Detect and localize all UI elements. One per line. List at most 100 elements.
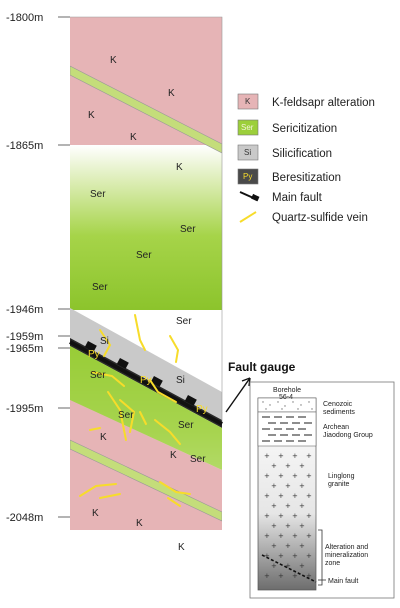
depth-axis: -1800m -1865m -1946m -1959m -1965m -1995…	[6, 12, 70, 524]
svg-text:+: +	[306, 572, 312, 580]
svg-text:+: +	[271, 482, 277, 490]
si-label: Si	[100, 336, 109, 347]
svg-text:+: +	[292, 452, 298, 460]
svg-text:+: +	[306, 452, 312, 460]
ser-label: Ser	[90, 189, 106, 200]
ser-labels: Ser Ser Ser Ser Ser Ser Ser Ser Ser	[90, 189, 206, 465]
py-label: Py	[88, 349, 100, 360]
linglong-label-2: granite	[328, 481, 350, 488]
borehole-inset: ++++ +++ ++++ +++ ++++ +++ ++++ +++ ++++…	[249, 381, 395, 599]
depth-tick: -1995m	[6, 403, 70, 415]
legend-item-ser: Ser Sericitization	[237, 119, 337, 136]
ser-label: Ser	[136, 250, 152, 261]
ser-label: Ser	[176, 316, 192, 327]
svg-text:+: +	[299, 542, 305, 550]
fault-gauge-label: Fault gauge	[228, 360, 296, 374]
fault-blocks	[84, 341, 197, 406]
svg-text:+: +	[264, 452, 270, 460]
alteration-bracket	[318, 529, 323, 586]
depth-tick: -1965m	[6, 343, 70, 355]
svg-text:+: +	[278, 492, 284, 500]
svg-text:+: +	[306, 472, 312, 480]
depth-tick: -1946m	[6, 304, 70, 316]
svg-text:+: +	[264, 552, 270, 560]
svg-text:+: +	[292, 512, 298, 520]
cenozoic-label: Cenozoic	[323, 401, 353, 408]
svg-text:+: +	[278, 552, 284, 560]
svg-text:+: +	[271, 462, 277, 470]
k-label: K	[88, 110, 95, 121]
svg-text:+: +	[271, 562, 277, 570]
svg-text:+: +	[264, 512, 270, 520]
ser-label: Ser	[190, 454, 206, 465]
svg-text:+: +	[278, 452, 284, 460]
k-label: K	[130, 132, 137, 143]
svg-text:-2048m: -2048m	[6, 512, 43, 524]
k-label: K	[168, 88, 175, 99]
k-label: K	[110, 55, 117, 66]
inset-main-fault	[261, 554, 317, 583]
granite-pattern: ++++ +++ ++++ +++ ++++ +++ ++++ +++ ++++…	[264, 452, 312, 580]
ser-label: Ser	[92, 282, 108, 293]
svg-text:+: +	[264, 532, 270, 540]
ser-zone-lower-fill	[70, 346, 222, 470]
svg-text:+: +	[264, 492, 270, 500]
svg-text:+: +	[285, 542, 291, 550]
linglong-label: Linglong	[328, 473, 355, 480]
borehole-label: Borehole	[273, 387, 301, 394]
borehole-id: 56-4	[279, 394, 293, 401]
svg-text:+: +	[292, 572, 298, 580]
si-label: Si	[176, 375, 185, 386]
depth-tick: -2048m	[6, 512, 70, 524]
svg-text:+: +	[285, 462, 291, 470]
legend-item-py: Py Beresitization	[237, 168, 341, 185]
svg-text:+: +	[285, 562, 291, 570]
k-label: K	[100, 432, 107, 443]
svg-text:+: +	[285, 502, 291, 510]
fault-gauge-arrow	[225, 377, 251, 413]
svg-text:Main fault: Main fault	[272, 192, 323, 204]
si-py-labels: Si Si Py Py Py	[88, 336, 208, 415]
svg-text:+: +	[292, 552, 298, 560]
svg-text:+: +	[278, 532, 284, 540]
svg-text:+: +	[292, 532, 298, 540]
k-label: K	[170, 450, 177, 461]
svg-text:Sericitization: Sericitization	[272, 123, 337, 135]
svg-text:+: +	[292, 472, 298, 480]
svg-text:Beresitization: Beresitization	[272, 172, 341, 184]
main-fault-label: Main fault	[328, 578, 358, 585]
legend-item-k: K K-feldsapr alteration	[237, 93, 375, 110]
alteration-label: Alteration and	[325, 544, 368, 551]
svg-text:+: +	[299, 462, 305, 470]
archean-label-2: Jiaodong Group	[323, 432, 373, 439]
depth-tick: -1959m	[6, 331, 70, 343]
svg-text:-1959m: -1959m	[6, 331, 43, 343]
svg-text:-1800m: -1800m	[6, 12, 43, 24]
ser-label: Ser	[118, 410, 134, 421]
legend: K K-feldsapr alteration Ser Sericitizati…	[237, 93, 375, 224]
ser-label: Ser	[180, 224, 196, 235]
depth-tick: -1865m	[6, 140, 70, 152]
svg-text:Ser: Ser	[241, 123, 254, 132]
quartz-veins	[79, 314, 191, 507]
svg-text:+: +	[271, 542, 277, 550]
svg-text:+: +	[299, 482, 305, 490]
svg-text:+: +	[271, 522, 277, 530]
svg-text:+: +	[278, 572, 284, 580]
ser-band-upper	[70, 65, 222, 154]
svg-text:-1995m: -1995m	[6, 403, 43, 415]
svg-text:-1965m: -1965m	[6, 343, 43, 355]
alteration-label-2: mineralization	[325, 552, 368, 559]
svg-text:+: +	[271, 502, 277, 510]
svg-text:+: +	[299, 562, 305, 570]
svg-text:Si: Si	[244, 148, 251, 157]
svg-text:+: +	[264, 572, 270, 580]
svg-text:-1946m: -1946m	[6, 304, 43, 316]
legend-item-quartz-vein: Quartz-sulfide vein	[239, 211, 368, 224]
svg-text:+: +	[285, 522, 291, 530]
py-label: Py	[140, 375, 152, 386]
main-fault	[69, 340, 223, 426]
k-label: K	[136, 518, 143, 529]
svg-text:-1865m: -1865m	[6, 140, 43, 152]
